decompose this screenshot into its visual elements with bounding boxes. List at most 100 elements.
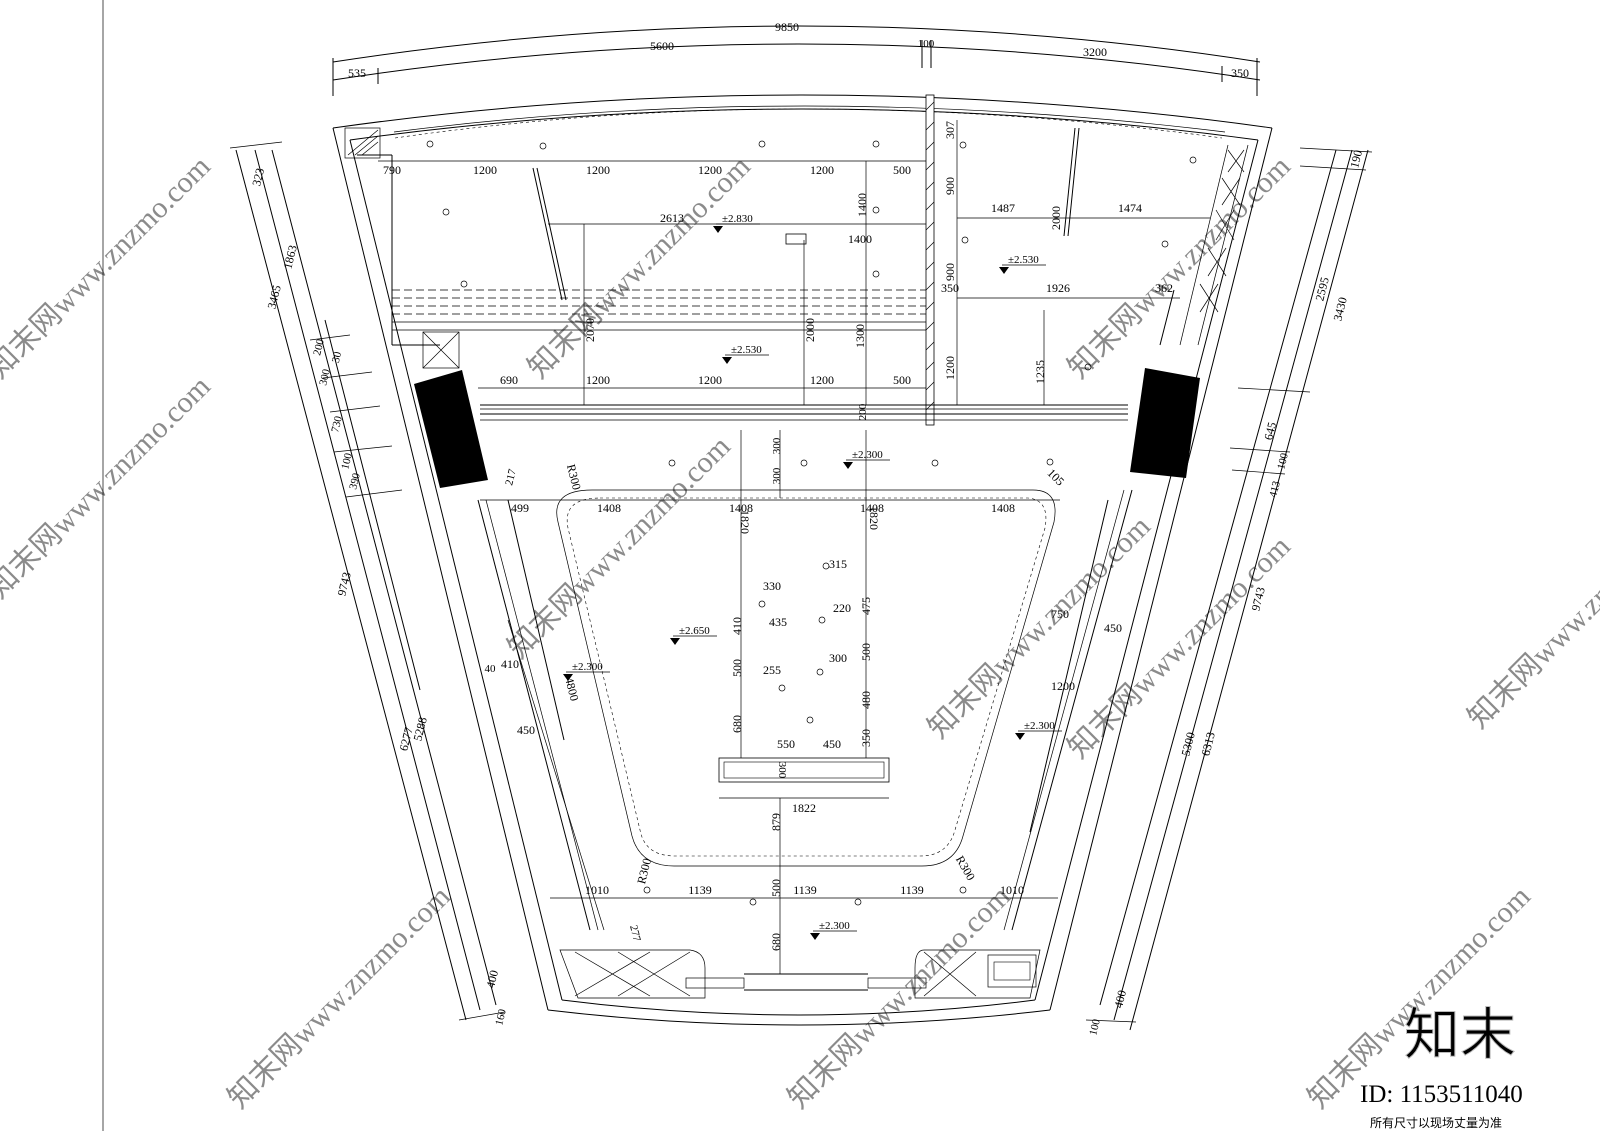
dim-left-323: 323: [249, 167, 267, 188]
dim-right-3430: 3430: [1330, 296, 1349, 323]
upper-room: [357, 94, 1249, 488]
dim-475: 475: [859, 597, 873, 615]
dim-1408-b: 1408: [729, 501, 753, 515]
left-black-column: [414, 370, 488, 488]
dim-300-tv: 300: [776, 762, 788, 779]
dim-255: 255: [763, 663, 781, 677]
dim-217: 217: [503, 467, 519, 486]
dim-2000-v: 2000: [803, 318, 817, 342]
dim-1400-h: 1400: [848, 232, 872, 246]
dim-330: 330: [763, 579, 781, 593]
dim-left-200: 200: [311, 337, 327, 356]
lower-dims: 1010 1139 1139 1139 1010 500 680 277: [585, 879, 1024, 951]
dim-200-band: 200: [857, 403, 869, 420]
elevation-marker: ±2.300: [1015, 720, 1062, 740]
dim-680: 680: [730, 715, 744, 733]
dim-410-l: 410: [501, 657, 519, 671]
dim-top-3200: 3200: [1083, 45, 1107, 59]
dim-right-6313: 6313: [1198, 731, 1217, 758]
dim-1139-a: 1139: [688, 883, 712, 897]
dim-277: 277: [627, 924, 643, 943]
dim-right-100: 100: [1275, 451, 1291, 470]
dim-1200-e: 1200: [586, 373, 610, 387]
dim-362: 362: [1155, 281, 1173, 295]
dim-left-100: 100: [339, 451, 355, 470]
dim-500-top: 500: [893, 163, 911, 177]
dim-2613: 2613: [660, 211, 684, 225]
dim-1139-c: 1139: [900, 883, 924, 897]
dim-top-350: 350: [1231, 66, 1249, 80]
dim-499: 499: [511, 501, 529, 515]
elevation-marker: ±2.300: [843, 449, 890, 469]
dim-left-730: 730: [329, 414, 345, 433]
elevation-marker: ±2.830: [713, 213, 760, 233]
central-dims: 300 300 499 1408 1408 1408 1408 217 1820…: [480, 430, 1122, 974]
dim-right-9743: 9743: [1248, 586, 1267, 613]
dim-left-6277: 6277: [396, 726, 415, 753]
dim-350-r: 350: [941, 281, 959, 295]
dim-1200-g: 1200: [810, 373, 834, 387]
dim-450-l: 450: [517, 723, 535, 737]
dim-left-390: 390: [347, 471, 363, 490]
dim-1408-a: 1408: [597, 501, 621, 515]
dim-4800: 4800: [562, 676, 581, 703]
svg-text:±2.650: ±2.650: [679, 625, 710, 637]
dim-1010-r: 1010: [1000, 883, 1024, 897]
dim-1200-d: 1200: [810, 163, 834, 177]
dim-left-30: 30: [330, 350, 344, 364]
dim-900-b: 900: [943, 263, 957, 281]
svg-text:±2.530: ±2.530: [731, 344, 762, 356]
drawing-note: 所有尺寸以现场丈量为准: [1370, 1116, 1502, 1130]
dim-left-3465: 3465: [264, 284, 283, 311]
logo-text: 知末: [1404, 1005, 1516, 1067]
dim-435: 435: [769, 615, 787, 629]
right-black-column: [1130, 368, 1200, 478]
radius-top-left: R300: [564, 463, 584, 492]
svg-text:知末网www.znzmo.com: 知末网www.znzmo.com: [522, 150, 757, 385]
radius-bottom-right: R300: [953, 853, 978, 883]
dim-1300: 1300: [853, 324, 867, 348]
dim-1487: 1487: [991, 201, 1015, 215]
left-dimension-chain: 323 1863 3465 200 30 300 730 100 390 974…: [229, 141, 509, 1027]
dim-right-645: 645: [1261, 421, 1279, 442]
dim-1926: 1926: [1046, 281, 1070, 295]
id-label: ID: 1153511040: [1360, 1081, 1523, 1108]
dim-1200-c: 1200: [1051, 679, 1075, 693]
svg-text:知末网www.znzmo.com: 知末网www.znzmo.com: [1302, 880, 1537, 1115]
elevation-markers: ±2.830 ±2.530 ±2.530 ±2.300 ±2.650 ±2.30…: [563, 213, 1062, 940]
dim-1010-l: 1010: [585, 883, 609, 897]
dim-1408-c: 1408: [860, 501, 884, 515]
dim-1822: 1822: [792, 801, 816, 815]
svg-text:±2.830: ±2.830: [722, 213, 753, 225]
dim-left-300: 300: [317, 367, 333, 386]
dim-1200-c: 1200: [698, 163, 722, 177]
dim-1200-r: 1200: [943, 356, 957, 380]
watermark-layer: 知末网www.znzmo.com 知末网www.znzmo.com 知末网www…: [0, 150, 1600, 1115]
dim-1820-r: 1820: [867, 506, 881, 530]
svg-text:知末网www.znzmo.com: 知末网www.znzmo.com: [1462, 500, 1600, 735]
svg-text:±2.530: ±2.530: [1008, 254, 1039, 266]
dim-1200-a: 1200: [473, 163, 497, 177]
right-room-dims: 307 900 900 1487 2000 1474 350 1926 362 …: [941, 120, 1210, 405]
dim-right-190: 190: [1347, 149, 1365, 170]
svg-text:±2.300: ±2.300: [572, 661, 603, 673]
svg-text:±2.300: ±2.300: [1024, 720, 1055, 732]
dim-left-400: 400: [483, 969, 501, 990]
dim-105: 105: [1045, 466, 1068, 489]
svg-text:知末网www.znzmo.com: 知末网www.znzmo.com: [1062, 150, 1297, 385]
top-dimension-chain: 9850 5600 100 3200 535 350: [332, 20, 1261, 96]
dim-300-c: 300: [829, 651, 847, 665]
dim-480: 480: [859, 691, 873, 709]
dim-315: 315: [829, 557, 847, 571]
downlights: [426, 140, 1197, 906]
dim-307: 307: [943, 121, 957, 139]
dim-top-overall: 9850: [775, 20, 799, 34]
elevation-marker: ±2.530: [999, 254, 1046, 274]
dim-1139-b: 1139: [793, 883, 817, 897]
svg-text:±2.300: ±2.300: [819, 920, 850, 932]
dim-2070: 2070: [583, 318, 597, 342]
dim-300-b: 300: [771, 467, 783, 484]
dim-1235: 1235: [1033, 360, 1047, 384]
dim-410: 410: [730, 617, 744, 635]
